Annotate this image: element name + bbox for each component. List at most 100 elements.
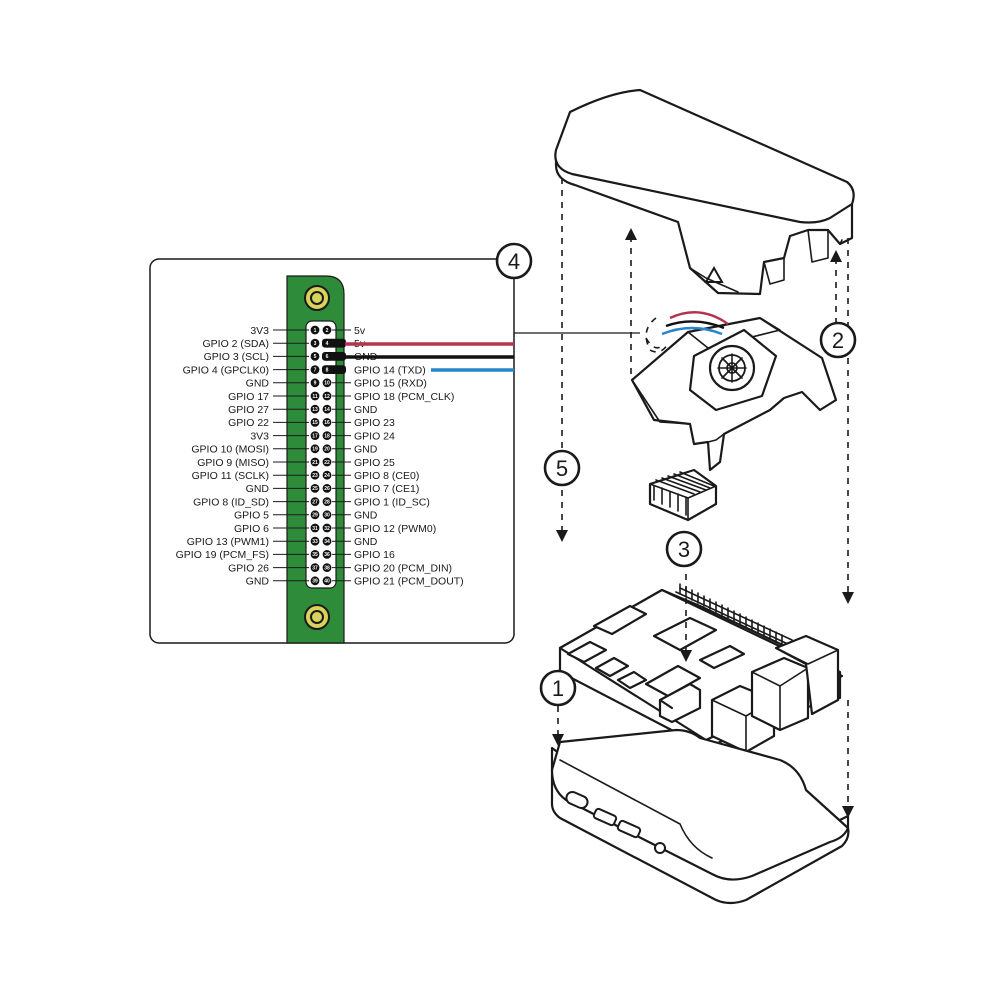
fan-wire-blue <box>661 326 723 336</box>
gpio-right-label: GND <box>354 536 378 548</box>
gpio-right-label: GPIO 1 (ID_SC) <box>354 496 430 508</box>
gpio-pin-number: 26 <box>324 486 330 492</box>
step-badge-icon <box>539 669 577 707</box>
gpio-pin <box>322 497 332 506</box>
gpio-pin <box>322 431 332 440</box>
gpio-pin <box>310 550 320 559</box>
mounting-hole-bottom-center <box>310 610 324 624</box>
step-badge-icon <box>665 530 703 568</box>
gpio-left-label: GPIO 9 (MISO) <box>197 457 269 469</box>
gpio-pin <box>310 510 320 520</box>
assembly-guides <box>552 178 854 818</box>
gpio-pin <box>310 391 320 401</box>
step-number: 1 <box>552 676 564 701</box>
gpio-left-label: 3V3 <box>250 325 269 337</box>
gpio-pin-number: 7 <box>314 367 317 373</box>
gpio-pin-number: 29 <box>312 513 318 519</box>
gpio-left-label: GPIO 11 (SCLK) <box>192 470 269 482</box>
gpio-pin-number: 38 <box>324 565 330 571</box>
gpio-pin-number: 20 <box>324 447 330 453</box>
gpio-pin <box>322 444 332 454</box>
gpio-pin <box>310 563 320 572</box>
audio-jack <box>654 842 666 854</box>
gpio-pin <box>310 325 320 335</box>
gpio-right-label: GPIO 16 <box>354 549 395 561</box>
gpio-left-label: GPIO 6 <box>234 523 269 535</box>
gpio-left-label: GND <box>246 483 270 495</box>
gpio-pin-number: 6 <box>326 354 329 360</box>
gpio-right-label: GPIO 12 (PWM0) <box>354 523 436 535</box>
gpio-pin <box>310 484 320 493</box>
step-number: 4 <box>508 249 520 274</box>
gpio-pin-number: 36 <box>324 552 330 558</box>
gpio-pin <box>322 550 332 559</box>
step-number: 3 <box>678 537 690 562</box>
gpio-pin-number: 40 <box>324 579 330 585</box>
gpio-pin-block <box>305 320 337 589</box>
gpio-right-label: GPIO 8 (CE0) <box>354 470 419 482</box>
gpio-left-label: GPIO 27 <box>228 404 269 416</box>
step-badge-icon <box>819 321 857 359</box>
gpio-pin-number: 31 <box>312 526 318 532</box>
gpio-pin-number: 8 <box>326 367 329 373</box>
fan-wires <box>345 332 640 372</box>
gpio-left-label: GPIO 17 <box>228 391 269 403</box>
gpio-pin-number: 3 <box>314 341 317 347</box>
gpio-pin <box>310 497 320 506</box>
step-badge-icon <box>495 242 533 280</box>
step-number: 2 <box>832 328 844 353</box>
gpio-pin <box>310 352 320 361</box>
gpio-pin-number: 16 <box>324 420 330 426</box>
logo-triangle-icon <box>704 265 724 283</box>
gpio-pin <box>310 457 320 467</box>
gpio-left-label: GND <box>246 576 270 588</box>
gpio-pin <box>322 338 332 348</box>
gpio-right-label: GPIO 24 <box>354 430 395 442</box>
gpio-pin-number: 17 <box>312 433 318 439</box>
gpio-pin-number: 35 <box>312 552 318 558</box>
gpio-right-label: GPIO 7 (CE1) <box>354 483 419 495</box>
gpio-right-label: GND <box>354 510 378 522</box>
gpio-pin <box>322 510 332 520</box>
gpio-pin <box>310 378 320 388</box>
gpio-pin <box>322 563 332 572</box>
gpio-pin <box>322 523 332 533</box>
gpio-pin <box>310 576 320 586</box>
gpio-right-label: GPIO 14 (TXD) <box>354 364 426 376</box>
gpio-left-label: GPIO 22 <box>228 417 269 429</box>
gpio-pin-number: 14 <box>324 407 330 413</box>
micro-hdmi-port-2 <box>616 819 642 839</box>
fan-wire-red <box>669 311 729 325</box>
gpio-pin <box>322 576 332 586</box>
gpio-left-label: 3V3 <box>250 430 269 442</box>
gpio-pin-number: 19 <box>312 447 318 453</box>
gpio-pin-number: 5 <box>314 354 317 360</box>
gpio-pin <box>322 378 332 388</box>
gpio-pin-number: 15 <box>312 420 318 426</box>
gpio-right-label: GPIO 21 (PCM_DOUT) <box>354 576 464 588</box>
gpio-pin-number: 1 <box>314 328 317 334</box>
case-lid <box>554 88 855 296</box>
gpio-pin <box>322 325 332 335</box>
gpio-pin-number: 28 <box>324 499 330 505</box>
gpio-right-label: GND <box>354 444 378 456</box>
gpio-pin <box>322 470 332 480</box>
gpio-pin-number: 22 <box>324 460 330 466</box>
gpio-pin <box>322 484 332 493</box>
gpio-pin-number: 37 <box>312 565 318 571</box>
step-badge-icon <box>543 449 581 487</box>
gpio-pin <box>310 431 320 440</box>
gpio-left-label: GPIO 26 <box>228 562 269 574</box>
gpio-left-label: GPIO 10 (MOSI) <box>191 444 269 456</box>
fan-wire-black <box>665 320 725 330</box>
gpio-pin-number: 12 <box>324 394 330 400</box>
gpio-pin <box>310 365 320 374</box>
gpio-pin <box>310 338 320 348</box>
gpio-pin-number: 30 <box>324 513 330 519</box>
gpio-pin <box>322 365 332 374</box>
raspberry-pi-board <box>558 583 844 754</box>
